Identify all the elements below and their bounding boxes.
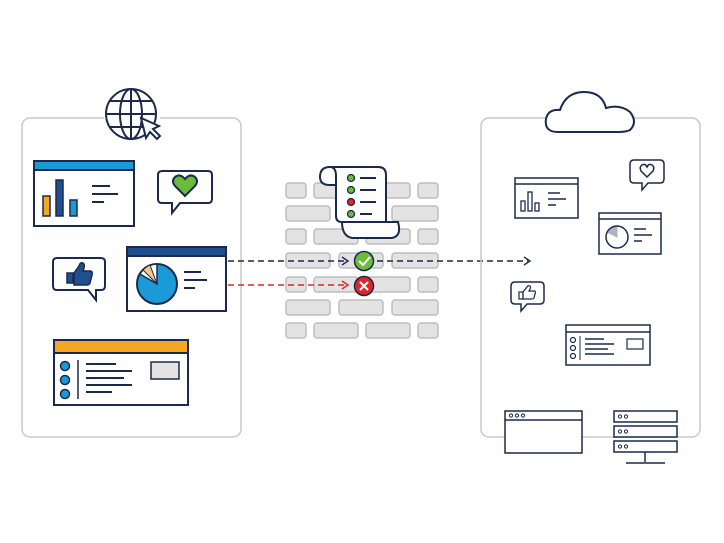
allowed-traffic-flow [228,256,532,266]
small-form-window [565,324,651,366]
x-circle-icon [353,275,375,297]
cloud-panel [480,117,701,438]
policy-scroll-icon [318,166,401,239]
heart-bubble-icon [157,170,213,216]
check-circle-icon [353,250,375,272]
blocked-traffic-flow [228,280,350,290]
browser-window-icon [504,410,583,454]
globe-cursor-icon [104,88,162,144]
bar-chart-window [33,160,135,227]
bar-orange [42,195,51,217]
small-pie-chart-window [598,212,662,255]
bar-navy [55,179,64,217]
small-bar-chart-window [514,177,579,219]
bar-blue [69,199,78,217]
form-window [53,339,189,406]
pie-chart-window [126,246,227,312]
cloud-icon [544,90,635,133]
server-icon [613,410,678,464]
thumbs-up-bubble-icon [52,257,106,303]
small-thumbs-up-bubble-icon [510,281,545,314]
small-heart-bubble-icon [629,159,665,193]
